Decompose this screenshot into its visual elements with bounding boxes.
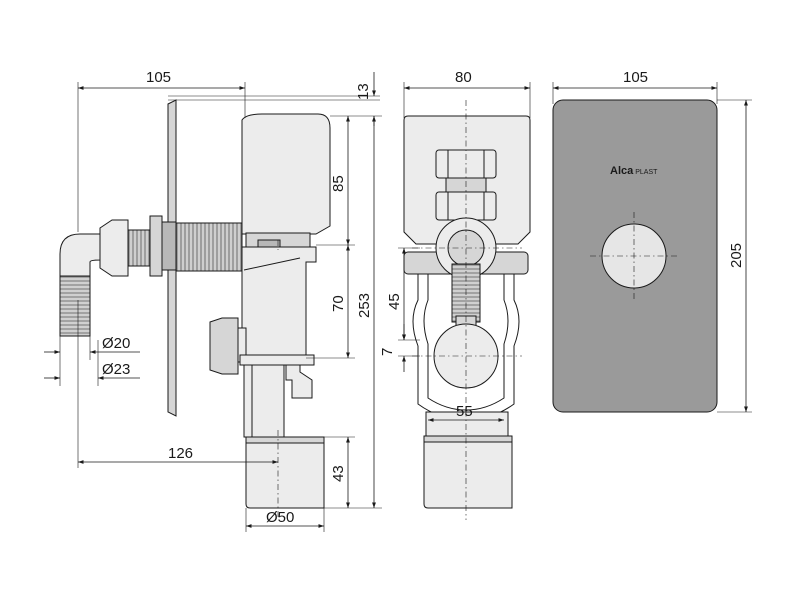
side-standpipe [243,364,285,438]
dim-side-plate-depth: 13 [355,83,372,100]
side-view [59,99,331,520]
side-dimensions: 105 13 85 70 253 43 Ø20 Ø23 [44,69,382,532]
side-outlet [245,442,325,509]
dim-cover-height: 205 [728,243,745,268]
side-inlet-nut [209,317,239,375]
side-outlet-collar [245,436,325,444]
dim-front-gap: 7 [379,348,396,356]
cover-dimensions: 105 205 [552,69,752,413]
front-dimensions: 80 45 7 55 [379,69,531,422]
brand-suffix: PLAST [635,169,658,176]
side-body-slant [243,257,301,271]
side-shelf [239,354,315,366]
side-union-ring [127,229,151,267]
side-body-cap [241,113,331,235]
front-standpipe [425,411,509,439]
dim-side-hose-small: Ø20 [102,335,130,352]
dim-side-bottom-height: 43 [330,465,347,482]
front-outlet-collar [423,435,513,443]
dim-side-offset: 126 [168,445,193,462]
side-cap-nut-detail [257,239,281,248]
side-flange [149,215,163,277]
front-outlet [423,441,513,509]
dim-side-total-height: 253 [356,293,373,318]
side-union-nut [99,219,129,277]
front-body-frame-inner [423,274,509,411]
dim-cover-width: 105 [623,69,648,86]
side-bracket [285,364,313,399]
side-elbow [59,233,101,277]
dim-front-width: 80 [455,69,472,86]
front-view [403,100,531,520]
side-body-lower [241,246,317,359]
side-threaded-pipe [175,222,243,272]
dim-front-inner-width: 55 [456,403,473,420]
dim-side-width-top: 105 [146,69,171,86]
brand-name: Alca [610,165,634,177]
dim-side-outlet-diameter: Ø50 [266,509,294,526]
side-flange-inner [161,221,177,271]
dim-front-inlet-height: 45 [386,293,403,310]
dim-side-hose-large: Ø23 [102,361,130,378]
dim-side-cap-height: 85 [330,175,347,192]
side-hose-barb [59,275,91,337]
dim-side-mid-height: 70 [330,295,347,312]
